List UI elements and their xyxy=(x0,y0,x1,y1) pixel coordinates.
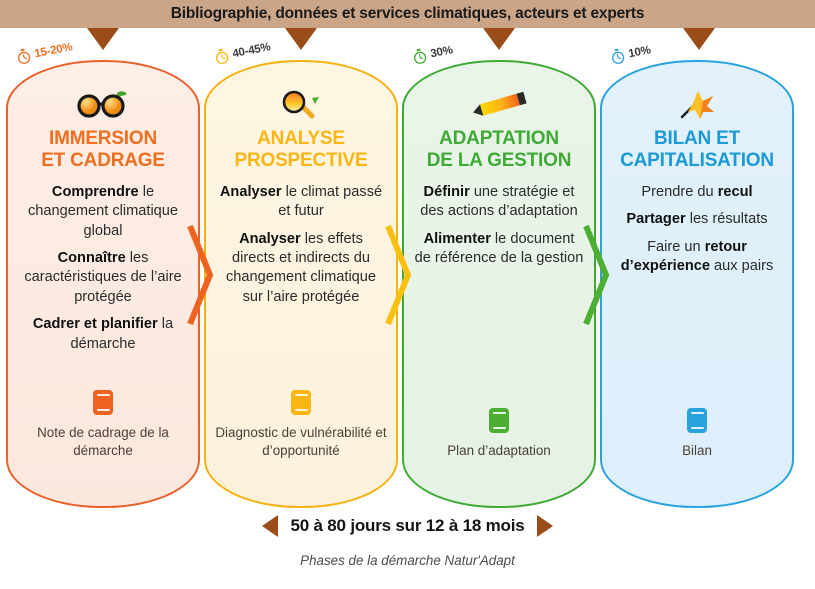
glasses-icon xyxy=(77,88,129,122)
arrow-left-icon xyxy=(262,515,279,537)
banner-arrow-3 xyxy=(483,28,515,50)
bullet-item: Définir une stratégie et des actions d’a… xyxy=(420,183,578,220)
phase-column-analyse[interactable]: 40-45% ANALYSE PROSPECTIVE Analyser le c… xyxy=(204,41,398,508)
phase-output-immersion: Note de cadrage de la démarche xyxy=(8,389,198,460)
banner-title: Bibliographie, données et services clima… xyxy=(170,5,645,22)
phase-title-bilan: BILAN ET CAPITALISATION xyxy=(620,128,774,173)
duration-row: 50 à 80 jours sur 12 à 18 mois xyxy=(0,515,815,537)
figure-caption: Phases de la démarche Natur'Adapt xyxy=(300,553,515,568)
book-icon xyxy=(489,407,509,433)
duration-share-bilan: 10% xyxy=(608,42,652,66)
magnifier-icon xyxy=(279,88,323,122)
phase-columns: 15-20% IMMERSION ET CADRAGE Comprendre l… xyxy=(0,41,815,510)
phase-title-adaptation: ADAPTATION DE LA GESTION xyxy=(426,128,572,173)
bullet-item: Comprendre le changement climatique glob… xyxy=(27,183,179,239)
duration-text: 50 à 80 jours sur 12 à 18 mois xyxy=(290,516,525,535)
arrow-right-icon xyxy=(536,515,553,537)
phase-title-line1: BILAN ET xyxy=(653,128,740,149)
pushpin-icon xyxy=(676,88,718,122)
phase-title-line2: CAPITALISATION xyxy=(620,150,774,172)
banner-arrow-1 xyxy=(87,28,119,50)
phase-bullets-adaptation: Définir une stratégie et des actions d’a… xyxy=(414,183,584,277)
banner-arrow-2 xyxy=(285,28,317,50)
phase-bullets-analyse: Analyser le climat passé et futur Analys… xyxy=(216,183,386,315)
phase-output-adaptation: Plan d’adaptation xyxy=(404,407,594,460)
chevron-1-2 xyxy=(184,220,218,330)
percent-label: 30% xyxy=(429,44,454,61)
phase-title-line2: DE LA GESTION xyxy=(426,150,572,172)
percent-label: 40-45% xyxy=(231,41,272,61)
output-label: Plan d’adaptation xyxy=(447,442,551,458)
phase-title-immersion: IMMERSION ET CADRAGE xyxy=(41,128,165,173)
book-icon xyxy=(687,407,707,433)
phase-column-bilan[interactable]: 10% BILAN ET CAPITALISATION Prendre du r… xyxy=(600,44,794,508)
output-label: Note de cadrage de la démarche xyxy=(37,424,169,458)
phase-title-line2: ET CADRAGE xyxy=(41,150,165,172)
phase-title-line1: IMMERSION xyxy=(49,128,157,149)
output-label: Diagnostic de vulnérabilité et d’opportu… xyxy=(215,424,387,458)
stopwatch-icon xyxy=(413,48,427,64)
output-label: Bilan xyxy=(682,442,712,458)
bullet-item: Alimenter le document de référence de la… xyxy=(414,230,584,267)
bullet-item: Cadrer et planifier la démarche xyxy=(32,316,174,352)
stopwatch-icon xyxy=(611,48,625,64)
footer: 50 à 80 jours sur 12 à 18 mois Phases de… xyxy=(0,515,815,568)
percent-label: 10% xyxy=(627,44,652,61)
duration-share-immersion: 15-20% xyxy=(14,39,74,66)
phase-column-immersion[interactable]: 15-20% IMMERSION ET CADRAGE Comprendre l… xyxy=(6,41,200,508)
phase-bullets-bilan: Prendre du recul Partager les résultats … xyxy=(612,183,782,285)
phase-title-line2: PROSPECTIVE xyxy=(234,150,368,172)
phase-output-analyse: Diagnostic de vulnérabilité et d’opportu… xyxy=(206,389,396,460)
percent-label: 15-20% xyxy=(33,41,74,61)
bullet-item: Faire un retour d’expérience aux pairs xyxy=(620,238,774,275)
duration-share-analyse: 40-45% xyxy=(212,39,272,66)
bullet-item: Connaître les caractéristiques de l’aire… xyxy=(24,250,182,305)
duration-share-adaptation: 30% xyxy=(410,42,454,66)
book-icon xyxy=(291,389,311,415)
pencil-icon xyxy=(466,88,532,122)
bullet-item: Partager les résultats xyxy=(626,211,768,228)
book-icon xyxy=(93,389,113,415)
phase-bullets-immersion: Comprendre le changement climatique glob… xyxy=(18,183,188,362)
phase-title-line1: ADAPTATION xyxy=(439,128,559,149)
bullet-item: Analyser les effets directs et indirects… xyxy=(225,230,377,305)
phase-output-bilan: Bilan xyxy=(602,407,792,460)
chevron-2-3 xyxy=(382,220,416,330)
bullet-item: Analyser le climat passé et futur xyxy=(219,183,383,220)
bullet-item: Prendre du recul xyxy=(641,183,753,200)
phase-column-adaptation[interactable]: 30% ADAPTATION DE LA GESTION Définir une xyxy=(402,44,596,508)
phase-title-line1: ANALYSE xyxy=(257,128,345,149)
stopwatch-icon xyxy=(17,48,31,64)
stopwatch-icon xyxy=(215,48,229,64)
chevron-3-4 xyxy=(580,220,614,330)
banner-arrow-4 xyxy=(683,28,715,50)
top-banner: Bibliographie, données et services clima… xyxy=(0,0,815,28)
phase-title-analyse: ANALYSE PROSPECTIVE xyxy=(235,128,368,173)
